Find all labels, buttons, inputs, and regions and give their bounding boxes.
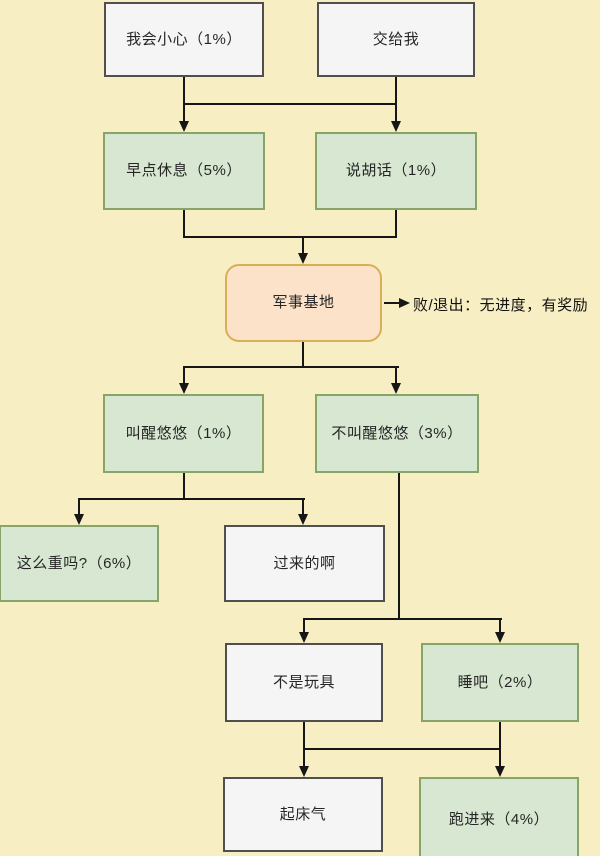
connector-line (398, 473, 400, 620)
node-come-over: 过来的啊 (224, 525, 385, 602)
connector-line (302, 498, 304, 514)
connector-line (78, 498, 305, 500)
node-leave-it-to-me: 交给我 (317, 2, 475, 77)
arrowhead-down-icon (179, 383, 189, 394)
arrowhead-down-icon (391, 121, 401, 132)
node-label: 我会小心（1%） (126, 30, 242, 48)
node-label: 睡吧（2%） (457, 673, 543, 691)
node-military-base: 军事基地 (225, 264, 382, 342)
node-not-a-toy: 不是玩具 (225, 643, 383, 722)
node-label: 交给我 (372, 30, 420, 48)
arrowhead-down-icon (299, 766, 309, 777)
arrowhead-down-icon (179, 121, 189, 132)
connector-line (395, 77, 397, 121)
connector-line (499, 722, 501, 750)
node-label: 军事基地 (272, 294, 335, 311)
arrowhead-down-icon (298, 253, 308, 264)
arrowhead-down-icon (495, 632, 505, 643)
arrowhead-right-icon (399, 298, 410, 308)
node-label: 叫醒悠悠（1%） (125, 424, 242, 442)
node-rest-early: 早点休息（5%） (103, 132, 265, 210)
connector-line (78, 498, 80, 514)
connector-line (183, 366, 399, 368)
connector-line (302, 236, 304, 253)
node-talk-nonsense: 说胡话（1%） (315, 132, 477, 210)
node-label: 不叫醒悠悠（3%） (331, 424, 463, 442)
connector-line (499, 618, 501, 632)
connector-line (395, 366, 397, 383)
node-wake-up-grumpy: 起床气 (223, 777, 383, 852)
node-is-it-heavy: 这么重吗?（6%） (0, 525, 159, 602)
connector-line (303, 748, 501, 750)
connector-line (384, 302, 400, 304)
node-wake-youyou: 叫醒悠悠（1%） (103, 394, 264, 473)
annotation-text: 败/退出：无进度，有奖励 (413, 297, 589, 314)
arrowhead-down-icon (74, 514, 84, 525)
arrowhead-down-icon (495, 766, 505, 777)
node-label: 这么重吗?（6%） (16, 554, 142, 572)
connector-line (183, 473, 185, 500)
connector-line (303, 618, 305, 632)
node-label: 早点休息（5%） (126, 162, 242, 179)
node-run-in: 跑进来（4%） (419, 777, 579, 856)
node-i-will-be-careful: 我会小心（1%） (104, 2, 264, 77)
node-dont-wake-youyou: 不叫醒悠悠（3%） (315, 394, 479, 473)
node-label: 起床气 (279, 805, 327, 823)
node-sleep: 睡吧（2%） (421, 643, 579, 722)
node-label: 不是玩具 (272, 673, 335, 691)
connector-line (499, 748, 501, 766)
connector-line (183, 236, 397, 238)
connector-line (183, 210, 185, 238)
arrowhead-down-icon (299, 632, 309, 643)
connector-line (303, 618, 502, 620)
connector-line (302, 342, 304, 368)
connector-line (183, 103, 397, 105)
connector-line (303, 748, 305, 766)
node-label: 说胡话（1%） (345, 162, 447, 179)
connector-line (183, 366, 185, 383)
connector-line (183, 77, 185, 121)
node-label: 跑进来（4%） (448, 810, 550, 828)
connector-line (303, 722, 305, 750)
arrowhead-down-icon (391, 383, 401, 394)
connector-line (395, 210, 397, 238)
arrowhead-down-icon (298, 514, 308, 525)
node-label: 过来的啊 (273, 554, 336, 572)
